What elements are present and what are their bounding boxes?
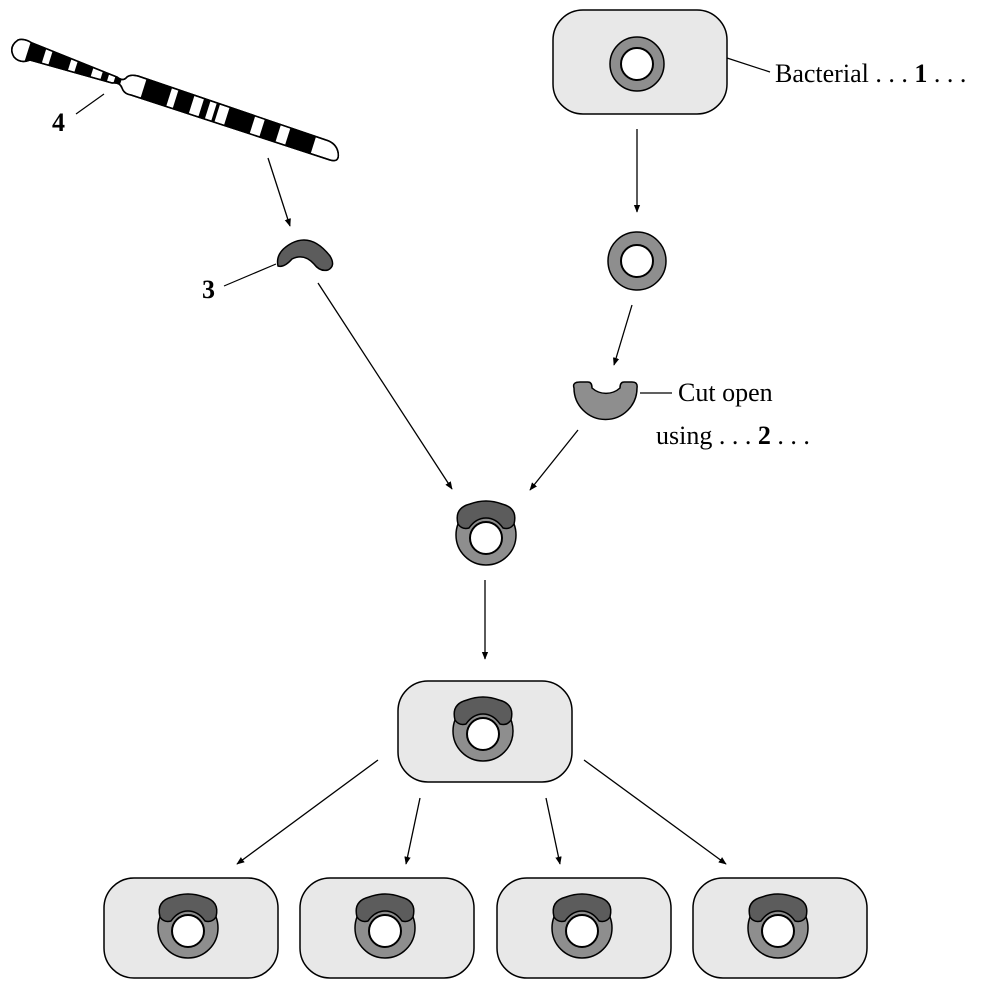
cut-open-label: Cut open (678, 378, 773, 407)
daughter-cell-4 (692, 877, 868, 979)
daughter-cell-3 (496, 877, 672, 979)
using-label: using . . . 2 . . . (656, 421, 810, 450)
recombinant-plasmid (455, 500, 517, 566)
label-3-text: 3 (202, 275, 215, 304)
bacterial-cell-recombinant (397, 680, 573, 783)
arrows (236, 129, 727, 865)
daughter-cell-1 (103, 877, 279, 979)
cut-plasmid (572, 381, 638, 421)
gene-fragment (276, 239, 334, 272)
chromosome-band (209, 99, 222, 128)
isolated-plasmid (607, 231, 667, 291)
label-4: 4 (52, 93, 105, 137)
bacterial-cell-source (552, 9, 728, 115)
arrow-cut-to-recombinant (529, 429, 579, 491)
arrow-to-daughter-4 (583, 759, 727, 865)
label-3: 3 (202, 263, 277, 304)
label-3-leader (223, 263, 277, 287)
daughter-cell-2 (299, 877, 475, 979)
arrow-to-daughter-1 (236, 759, 379, 865)
bacterial-label: Bacterial . . . 1 . . . (775, 59, 966, 88)
arrow-plasmid-to-cut (613, 304, 633, 366)
arrow-to-daughter-3 (545, 797, 562, 865)
chromosome (11, 38, 340, 162)
label-4-text: 4 (52, 108, 65, 137)
bacterial-leader (726, 57, 771, 73)
arrow-gene-to-recombinant (317, 282, 453, 490)
label-4-leader (75, 93, 105, 115)
recombinant-plasmid-in-cell (452, 696, 514, 762)
arrow-chromosome-to-gene (267, 157, 291, 227)
arrow-to-daughter-2 (404, 797, 421, 865)
plasmid (609, 36, 665, 92)
